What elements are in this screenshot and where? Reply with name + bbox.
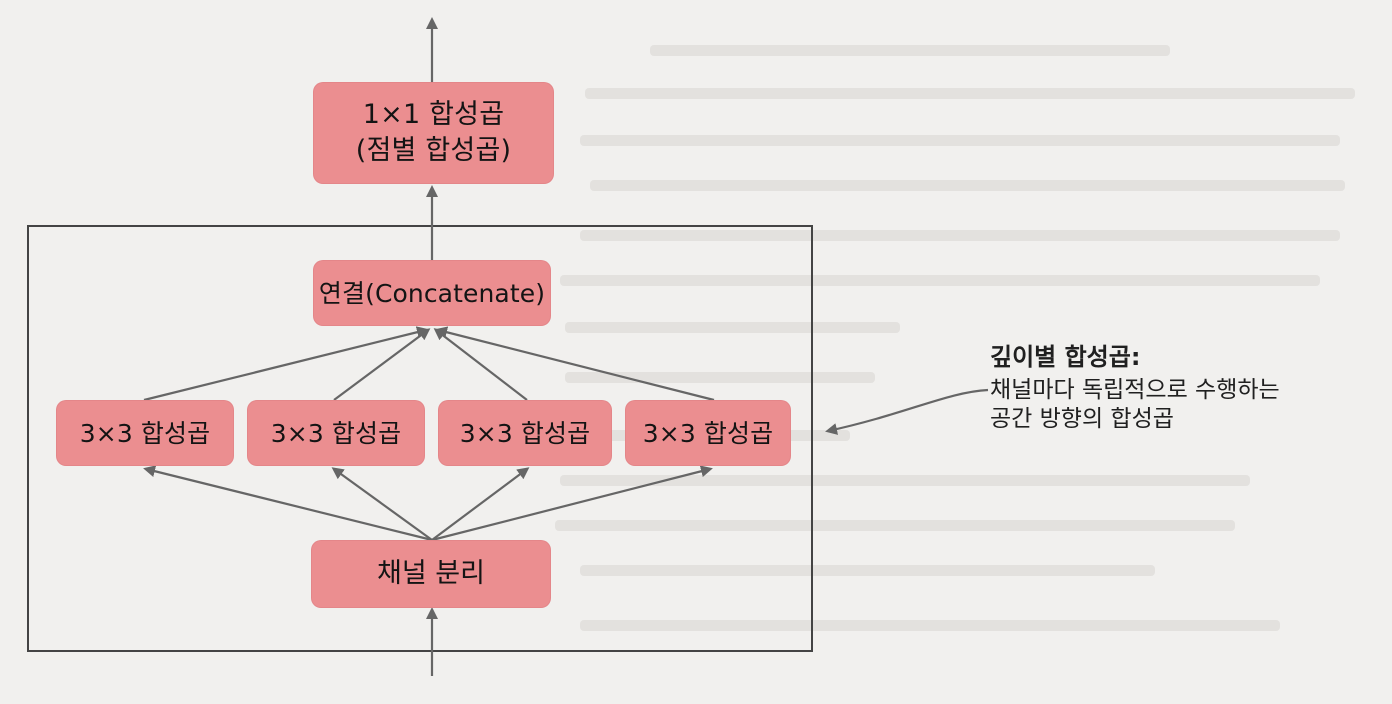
depthwise-block-frame bbox=[27, 225, 813, 652]
depthwise-annotation: 깊이별 합성곱: 채널마다 독립적으로 수행하는 공간 방향의 합성곱 bbox=[990, 342, 1350, 434]
annotation-line-2: 공간 방향의 합성곱 bbox=[990, 406, 1174, 433]
split-to-conv1-arrow bbox=[143, 465, 433, 542]
channel-split-node: 채널 분리 bbox=[311, 540, 551, 608]
conv3-to-concatenate-arrow bbox=[433, 328, 528, 401]
conv2-to-concatenate-arrow bbox=[333, 328, 431, 401]
background-page-texture bbox=[555, 45, 1355, 631]
annotation-title: 깊이별 합성곱: bbox=[990, 343, 1141, 371]
pointwise-convolution-node: 1×1 합성곱 (점별 합성곱) bbox=[313, 82, 554, 184]
annotation-arrow bbox=[825, 388, 989, 435]
split-to-conv3-arrow bbox=[431, 467, 530, 541]
annotation-line-1: 채널마다 독립적으로 수행하는 bbox=[990, 377, 1280, 404]
conv4-to-concatenate-arrow bbox=[435, 326, 715, 402]
split-to-conv2-arrow bbox=[331, 467, 433, 541]
conv3x3-node-3: 3×3 합성곱 bbox=[438, 400, 612, 466]
conv3x3-node-1: 3×3 합성곱 bbox=[56, 400, 234, 466]
split-to-conv4-arrow bbox=[431, 465, 713, 542]
conv1-to-concatenate-arrow bbox=[143, 326, 429, 402]
conv3x3-node-4: 3×3 합성곱 bbox=[625, 400, 791, 466]
conv3x3-node-2: 3×3 합성곱 bbox=[247, 400, 425, 466]
concatenate-node: 연결(Concatenate) bbox=[313, 260, 551, 326]
